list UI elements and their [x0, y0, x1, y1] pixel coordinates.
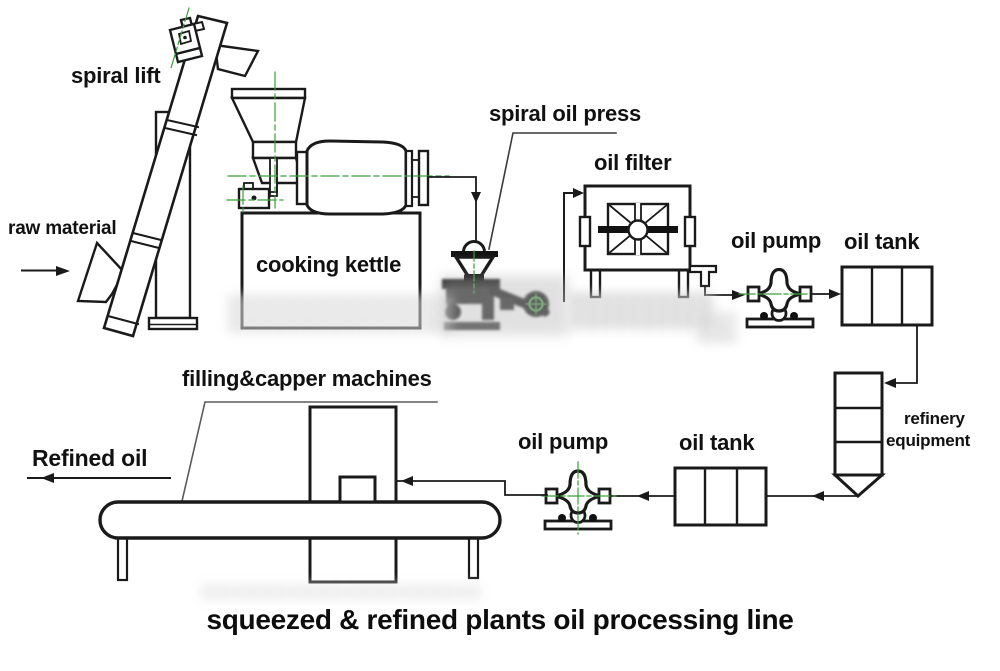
filling-capper-machine: [98, 401, 502, 584]
oil-tank-top-machine: [840, 265, 934, 327]
raw-material-flow-arrow: [21, 266, 70, 276]
centerline: [170, 7, 190, 69]
filling-capper-leader-line: [181, 401, 438, 502]
spiral-oil-press-machine: [442, 240, 550, 330]
cooking-kettle-machine: [226, 71, 450, 330]
oil-tank-bottom-label: oil tank: [679, 430, 755, 455]
spiral-lift-motor-icon: [168, 16, 206, 64]
press-flywheel-centerline: [525, 293, 547, 315]
centerline: [226, 71, 450, 213]
spiral-lift-label: spiral lift: [71, 63, 161, 88]
oil-pump-top-machine: [738, 267, 824, 329]
spiral-oil-press-leader-line: [488, 132, 617, 250]
filter-side-tab: [578, 215, 592, 248]
filling-capper-label: filling&capper machines: [182, 366, 432, 391]
flow-tank-to-refinery: [884, 324, 918, 388]
filter-leg: [677, 268, 690, 299]
spiral-lift-feed-hopper: [76, 240, 126, 304]
flow-pump-to-tank: [810, 289, 841, 299]
spiral-lift-discharge-spout: [213, 43, 260, 78]
raw-material-label: raw material: [8, 218, 117, 239]
refined-oil-label: Refined oil: [32, 445, 148, 471]
refined-oil-output-arrow: [27, 473, 171, 483]
refinery-equipment-label-line1: refinery: [904, 409, 965, 428]
filler-head: [338, 475, 377, 504]
oil-pump-bottom-label: oil pump: [518, 429, 609, 454]
oil-tank-top-label: oil tank: [844, 229, 920, 254]
spiral-lift-foot: [147, 316, 199, 331]
kettle-drum: [295, 139, 430, 216]
flow-pump-to-filler: [396, 476, 548, 496]
conveyor-leg: [467, 536, 480, 580]
kettle-hopper: [230, 87, 307, 197]
filter-plate-pack: [598, 202, 678, 256]
spiral-lift-tube-joints: [106, 118, 200, 326]
oil-tank-bottom-machine: [673, 466, 768, 527]
spiral-oil-press-label: spiral oil press: [489, 101, 642, 126]
refinery-equipment-machine: [831, 371, 886, 499]
spiral-lift-tube: [102, 14, 229, 338]
flow-filter-to-pump: [704, 285, 745, 300]
cooking-kettle-label: cooking kettle: [256, 252, 402, 277]
conveyor-leg: [116, 536, 129, 582]
flow-tank-to-pump-bottom: [609, 491, 676, 501]
press-body-silhouette: [442, 279, 550, 330]
spiral-lift-machine: [76, 7, 260, 338]
oil-filter-label: oil filter: [594, 150, 672, 175]
oil-pump-bottom-machine: [541, 461, 617, 535]
flow-press-to-filter: [563, 188, 584, 302]
conveyor-belt: [98, 500, 502, 540]
filter-side-tab: [683, 215, 697, 248]
diagram-title: squeezed & refined plants oil processing…: [206, 604, 794, 635]
refinery-cone: [831, 473, 886, 499]
flow-refinery-to-tank: [765, 491, 859, 501]
oil-filter-machine: [578, 184, 718, 299]
kettle-body: [240, 211, 422, 330]
oil-pump-top-label: oil pump: [731, 228, 822, 253]
pump-body: [756, 267, 802, 313]
refinery-equipment-label-line2: equipment: [886, 431, 971, 450]
kettle-motor-icon: [237, 177, 278, 210]
filter-leg: [589, 268, 602, 299]
flow-kettle-to-press: [427, 176, 481, 242]
filter-outlet-spout: [688, 264, 718, 288]
centerline: [541, 461, 617, 535]
